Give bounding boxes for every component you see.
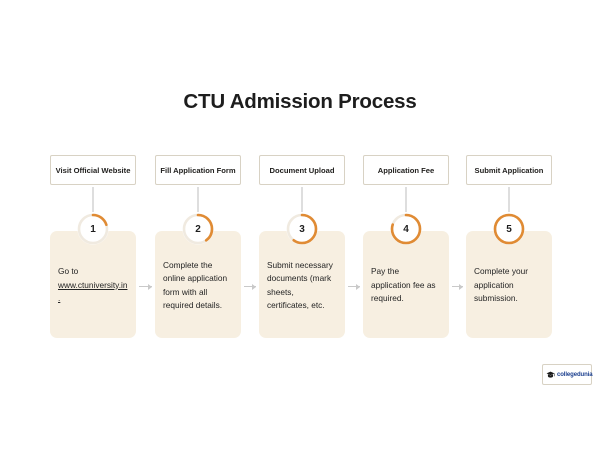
page-title: CTU Admission Process: [183, 90, 417, 113]
logo-text: collegedunia: [557, 371, 593, 378]
step-ring-4: 4: [389, 212, 423, 246]
flow-arrow: [139, 283, 152, 290]
collegedunia-logo: collegedunia: [542, 364, 593, 385]
step-number: 1: [90, 223, 96, 235]
step-number: 3: [299, 223, 305, 235]
step-label-text: Application Fee: [377, 165, 435, 175]
flow-arrow: [244, 283, 256, 290]
connector-tick: [301, 187, 303, 212]
step-label-2: Fill Application Form: [155, 155, 241, 185]
step-card-4: Pay the application fee as required.: [363, 231, 449, 338]
connector-tick: [508, 187, 510, 212]
step-ring-5: 5: [492, 212, 526, 246]
step-5: Submit Application: [466, 155, 552, 212]
step-label-1: Visit Official Website: [50, 155, 136, 185]
step-card-3: Submit necessary documents (mark sheets,…: [259, 231, 345, 338]
connector-tick: [405, 187, 407, 212]
step-label-text: Fill Application Form: [160, 165, 236, 175]
graduation-cap-icon: [546, 366, 555, 384]
step-description: Pay the application fee as required.: [371, 266, 436, 304]
step-1: Visit Official Website: [50, 155, 136, 212]
step-4: Application Fee: [363, 155, 449, 212]
flow-arrow: [348, 283, 360, 290]
step-description: Go to www.ctuniversity.in.: [58, 266, 128, 304]
step-description: Submit necessary documents (mark sheets,…: [267, 259, 333, 310]
step-label-5: Submit Application: [466, 155, 552, 185]
connector-tick: [92, 187, 94, 212]
step-label-text: Submit Application: [474, 165, 544, 175]
step-ring-3: 3: [285, 212, 319, 246]
step-number: 5: [506, 223, 512, 235]
step-description: Complete your application submission.: [474, 266, 528, 304]
step-card-1: Go to www.ctuniversity.in.: [50, 231, 136, 338]
flow-arrow: [452, 283, 463, 290]
connector-tick: [197, 187, 199, 212]
step-number: 2: [195, 223, 201, 235]
step-label-4: Application Fee: [363, 155, 449, 185]
step-ring-2: 2: [181, 212, 215, 246]
step-3: Document Upload: [259, 155, 345, 212]
step-label-3: Document Upload: [259, 155, 345, 185]
step-link[interactable]: www.ctuniversity.in.: [58, 279, 128, 304]
step-label-text: Document Upload: [269, 165, 335, 175]
step-2: Fill Application Form: [155, 155, 241, 212]
step-number: 4: [403, 223, 409, 235]
step-card-5: Complete your application submission.: [466, 231, 552, 338]
step-label-text: Visit Official Website: [55, 165, 131, 175]
step-ring-1: 1: [76, 212, 110, 246]
step-card-2: Complete the online application form wit…: [155, 231, 241, 338]
step-description: Complete the online application form wit…: [163, 259, 228, 310]
